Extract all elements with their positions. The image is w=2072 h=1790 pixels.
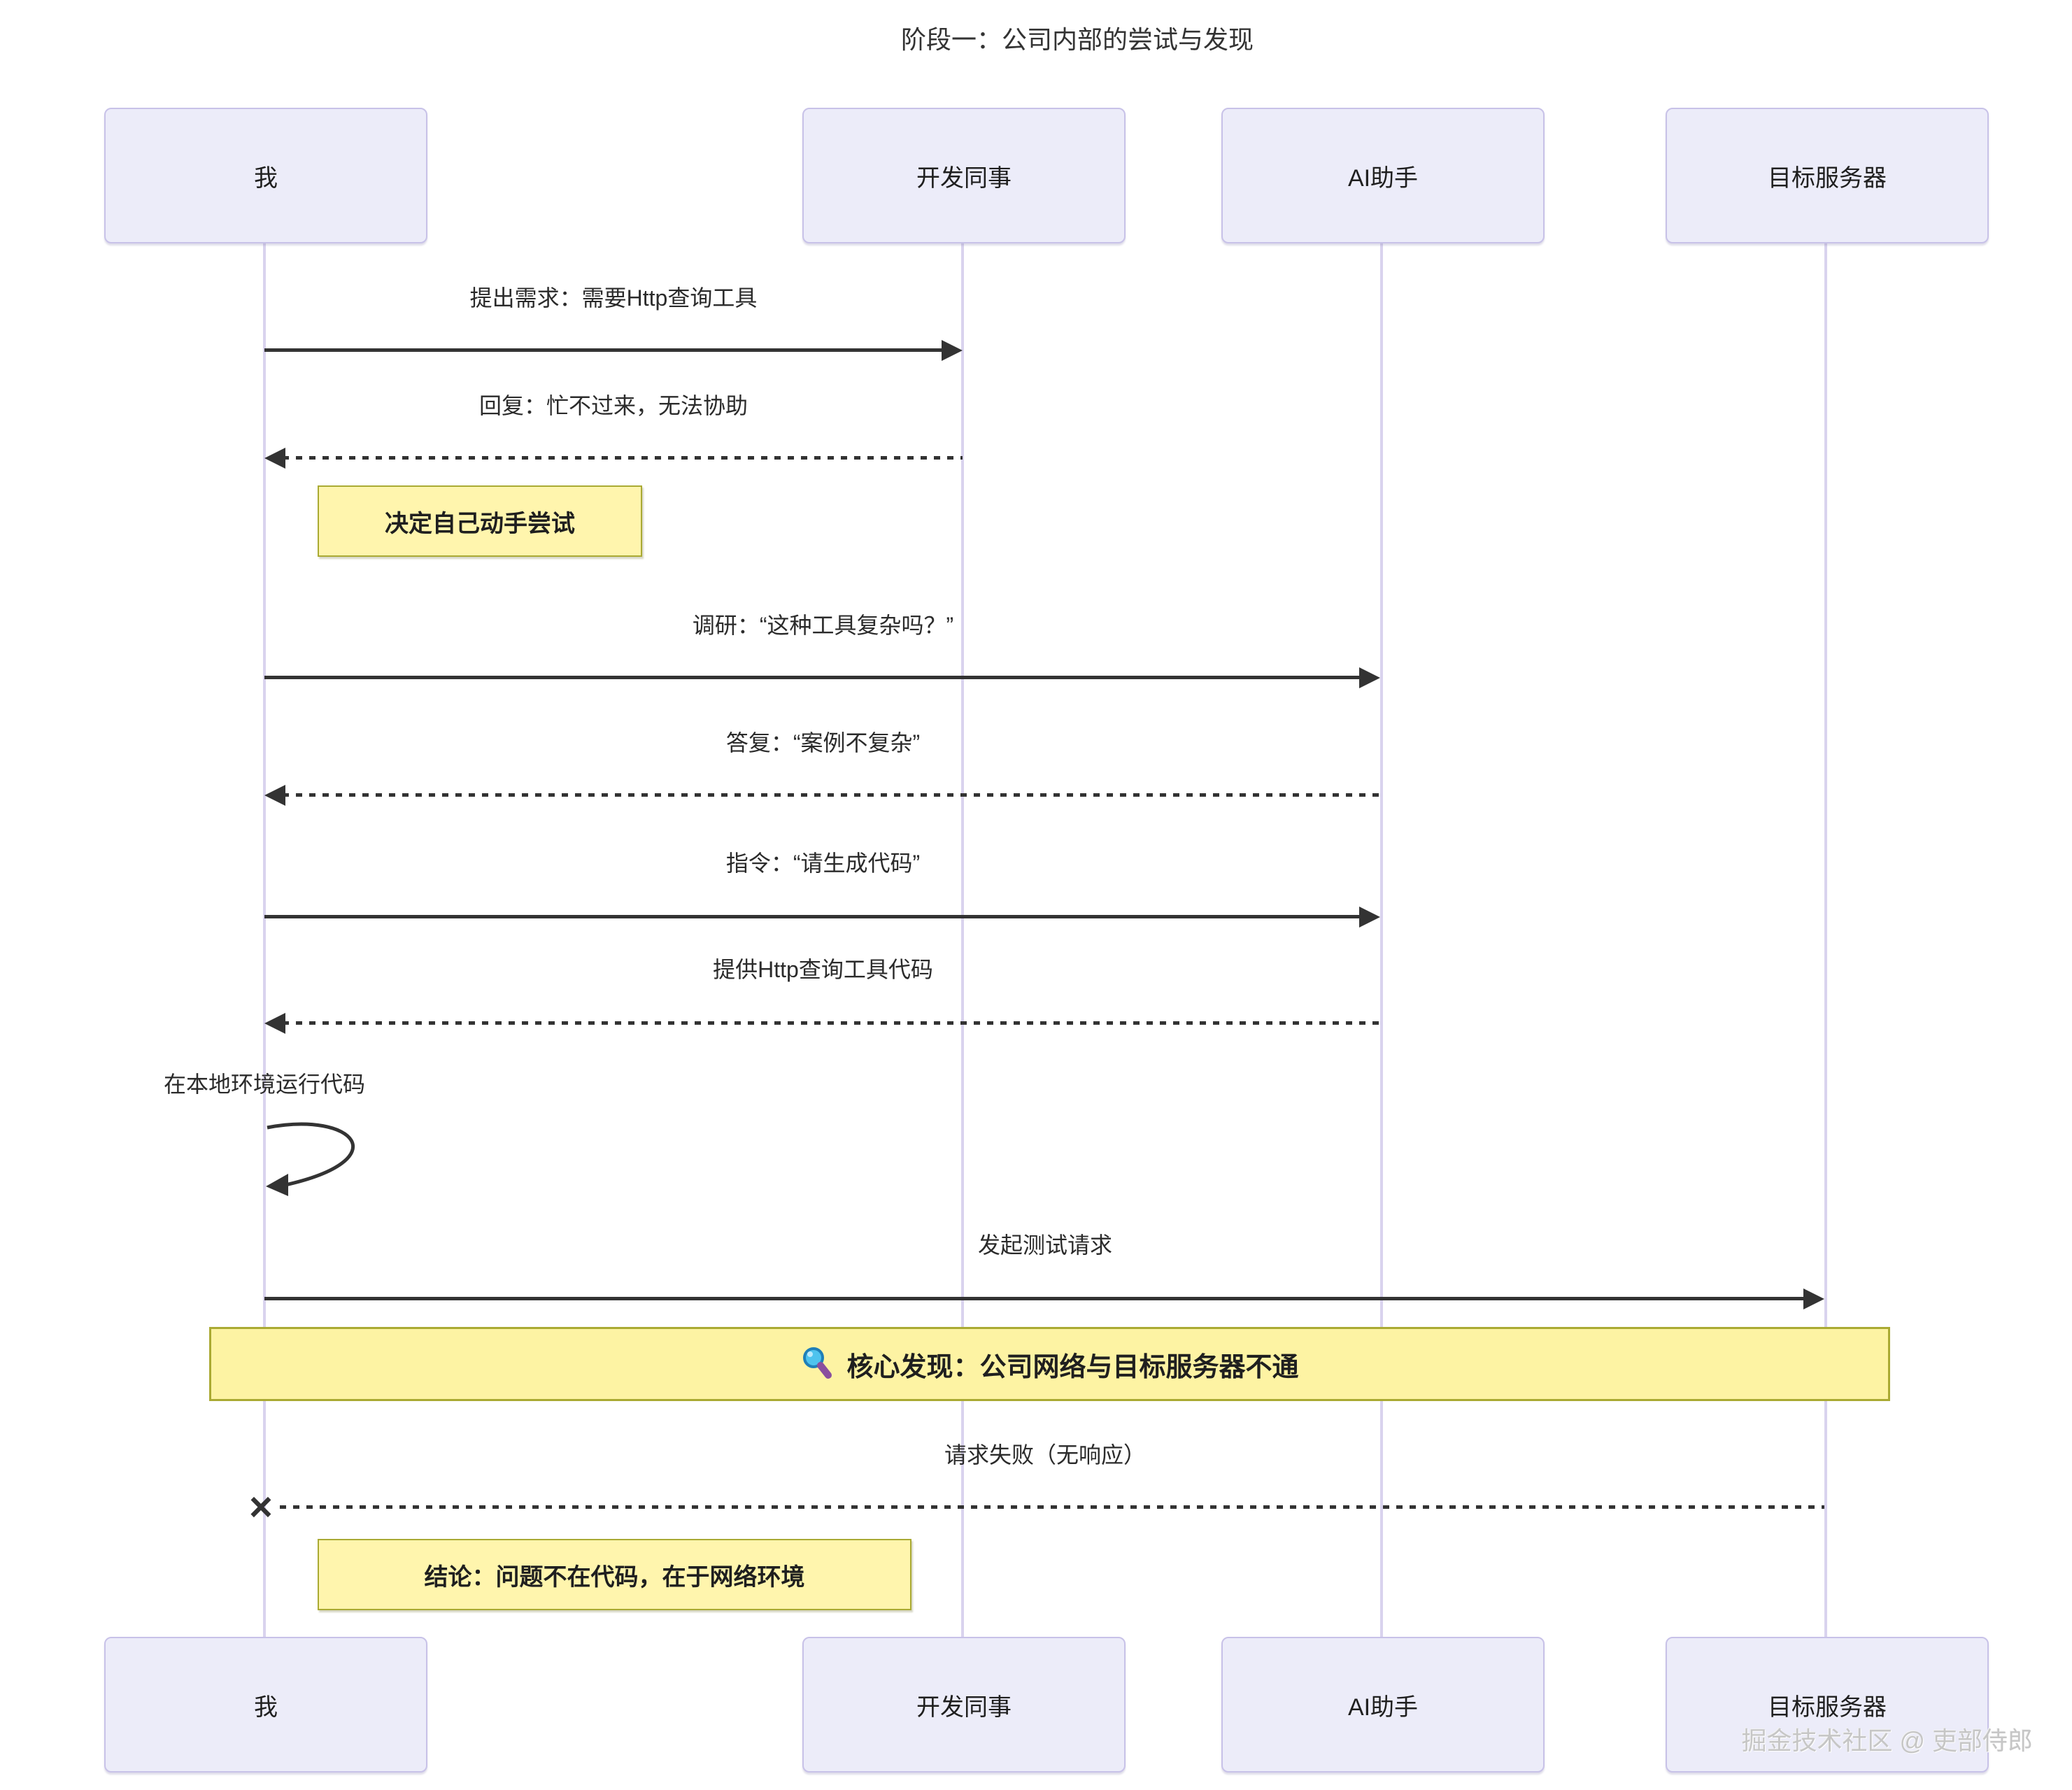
discovery-banner: 核心发现：公司网络与目标服务器不通 [209,1327,1890,1401]
watermark: 掘金技术社区 @ 吏部侍郎 [1741,1726,2033,1755]
message-label: 回复：忙不过来，无法协助 [478,393,748,418]
arrowhead-right-icon [1803,1288,1824,1309]
message-arrow-line [283,1021,1382,1025]
actor-top-dev-colleague: 开发同事 [802,108,1126,243]
actor-label: 我 [254,1693,278,1721]
message-arrow-line [283,793,1382,797]
message-arrow-line [264,1297,1808,1300]
banner-label: 核心发现：公司网络与目标服务器不通 [846,1352,1299,1382]
message-label: 答复：“案例不复杂” [725,730,921,755]
message-arrow-line [264,915,1363,918]
actor-top-target-server: 目标服务器 [1666,108,1989,243]
message-label: 提出需求：需要Http查询工具 [469,285,758,311]
arrowhead-left-icon [264,448,285,469]
actor-top-me: 我 [104,108,427,243]
arrowhead-left-icon [264,785,285,806]
arrowhead-right-icon [1359,907,1380,928]
actor-bottom-ai-assistant: AI助手 [1221,1637,1545,1773]
lifeline-me [263,241,266,1637]
message-arrow-line [283,456,963,460]
actor-label: 目标服务器 [1768,164,1887,192]
note-conclusion: 结论：问题不在代码，在于网络环境 [318,1539,911,1610]
message-label: 指令：“请生成代码” [725,851,921,876]
diagram-title: 阶段一：公司内部的尝试与发现 [900,25,1254,54]
actor-label: 开发同事 [916,164,1012,192]
actor-bottom-dev-colleague: 开发同事 [802,1637,1126,1773]
message-label: 发起测试请求 [977,1233,1112,1258]
message-label: 提供Http查询工具代码 [713,957,933,982]
actor-bottom-target-server: 目标服务器 [1666,1637,1989,1773]
arrowhead-left-icon [264,1013,285,1034]
arrowhead-right-icon [942,340,963,361]
self-loop-arrow [266,1122,355,1196]
actor-top-ai-assistant: AI助手 [1221,108,1545,243]
actor-label: 开发同事 [916,1693,1012,1721]
message-arrow-line [264,348,944,352]
arrowhead-right-icon [1359,667,1380,688]
actor-bottom-me: 我 [104,1637,427,1773]
message-arrow-line [280,1505,1824,1509]
actor-label: AI助手 [1347,164,1419,192]
note-label: 结论：问题不在代码，在于网络环境 [424,1563,805,1591]
note-label: 决定自己动手尝试 [385,510,575,537]
message-label: 在本地环境运行代码 [163,1072,365,1097]
note-decide-to-try: 决定自己动手尝试 [318,485,642,557]
message-arrow-line [264,676,1363,679]
lifeline-ai-assistant [1380,241,1383,1637]
actor-label: AI助手 [1347,1693,1419,1721]
failure-cross-icon: × [249,1484,273,1530]
message-label: 请求失败（无响应） [944,1442,1146,1468]
actor-label: 我 [254,164,278,192]
lifeline-dev-colleague [961,241,964,1637]
actor-label: 目标服务器 [1768,1693,1887,1721]
message-label: 调研：“这种工具复杂吗？” [692,613,954,638]
lifeline-target-server [1824,241,1827,1637]
magnifier-icon [803,1347,832,1379]
